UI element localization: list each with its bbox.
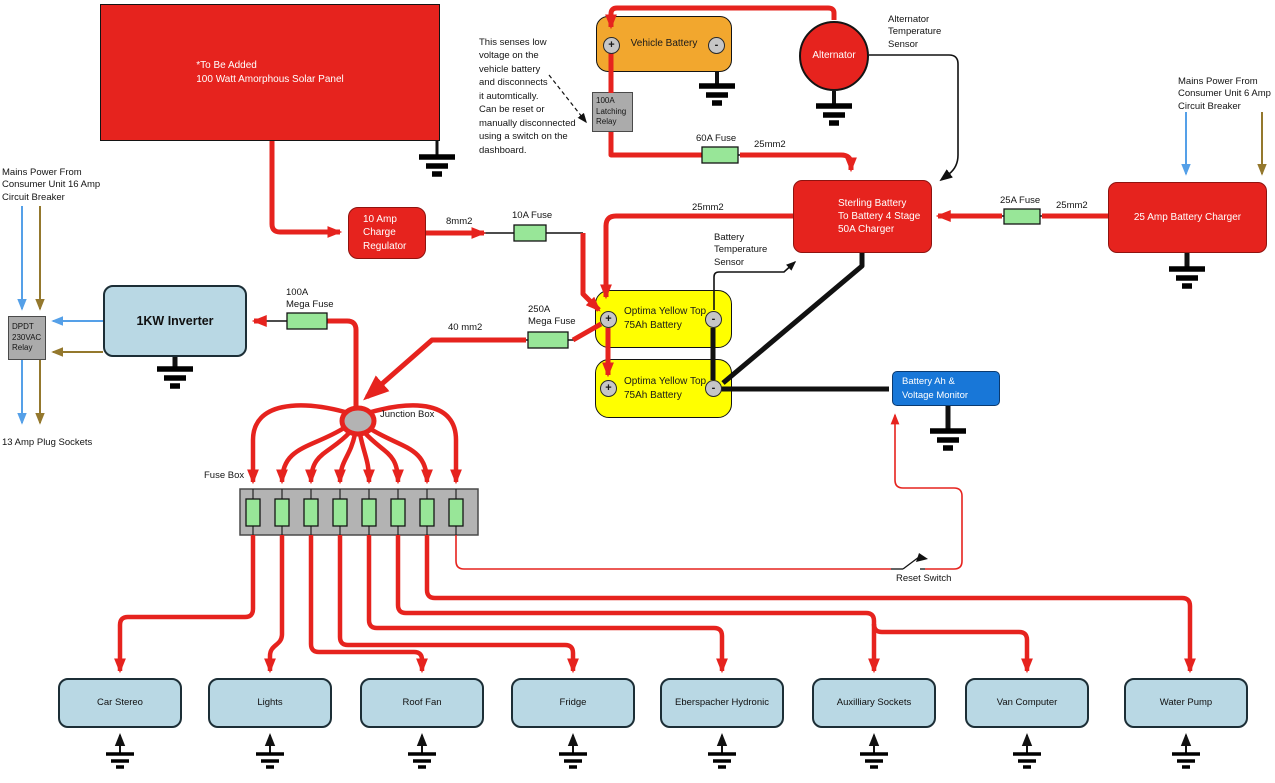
wire-alternator-temp-sensor xyxy=(869,54,959,182)
mains-right-label: Mains Power From Consumer Unit 6 Amp Cir… xyxy=(1178,76,1271,112)
battery-monitor: Battery Ah & Voltage Monitor xyxy=(892,371,1000,406)
reset-switch-label: Reset Switch xyxy=(896,573,952,584)
load-lights: Lights xyxy=(208,678,332,728)
load-auxilliary-sockets: Auxilliary Sockets xyxy=(812,678,936,728)
battery1-minus-terminal: - xyxy=(705,311,722,328)
inverter: 1KW Inverter xyxy=(103,285,247,357)
wire-sterling-to-battery2-negative xyxy=(721,253,865,385)
fuse-box-label: Fuse Box xyxy=(204,470,245,481)
mega-fuse-250a-label: 250A Mega Fuse xyxy=(528,304,576,328)
latching-relay-note: This senses low voltage on the vehicle b… xyxy=(479,37,576,156)
fuse-60a-label: 60A Fuse xyxy=(696,133,737,144)
fuse-10a xyxy=(513,224,547,242)
load-water-pump: Water Pump xyxy=(1124,678,1248,728)
mains-left-label: Mains Power From Consumer Unit 16 Amp Ci… xyxy=(2,167,101,203)
fuse-box xyxy=(239,488,479,536)
sterling-charger: Sterling Battery To Battery 4 Stage 50A … xyxy=(793,180,932,253)
vehicle-battery-plus-terminal: + xyxy=(603,37,620,54)
load-roof-fan: Roof Fan xyxy=(360,678,484,728)
solar-panel: *To Be Added 100 Watt Amorphous Solar Pa… xyxy=(100,4,440,141)
fuse-25a-label: 25A Fuse xyxy=(1000,195,1041,206)
load-fridge: Fridge xyxy=(511,678,635,728)
battery2-plus-terminal: + xyxy=(600,380,617,397)
load-car-stereo: Car Stereo xyxy=(58,678,182,728)
wire-label-25mm2-a: 25mm2 xyxy=(754,139,786,150)
fuse-box-wire-verticals xyxy=(252,489,457,535)
load-ground-arrows xyxy=(114,733,1192,753)
battery-temp-sensor-label: Battery Temperature Sensor xyxy=(714,232,768,268)
mega-fuse-100a-label: 100A Mega Fuse xyxy=(286,287,334,311)
latching-relay: 100A Latching Relay xyxy=(592,92,633,132)
load-feed-wires xyxy=(114,535,1196,674)
fuse-100a-mega xyxy=(286,312,328,330)
dpdt-relay: DPDT 230VAC Relay xyxy=(8,316,46,360)
fuse-10a-label: 10A Fuse xyxy=(512,210,553,221)
black-wires-top xyxy=(710,253,889,392)
fuse-25a xyxy=(1003,208,1041,225)
plug-sockets-label: 13 Amp Plug Sockets xyxy=(2,437,93,448)
reset-switch xyxy=(891,553,928,570)
junction-box xyxy=(339,405,377,437)
wire-label-25mm2-c: 25mm2 xyxy=(1056,200,1088,211)
fuse-250a-mega xyxy=(527,331,569,349)
vehicle-battery-minus-terminal: - xyxy=(708,37,725,54)
fuse-60a xyxy=(701,146,739,164)
battery2-minus-terminal: - xyxy=(705,380,722,397)
wire-60a-fuse-to-sterling xyxy=(740,152,857,173)
load-van-computer: Van Computer xyxy=(965,678,1089,728)
mains-battery-charger: 25 Amp Battery Charger xyxy=(1108,182,1267,253)
wire-label-8mm2: 8mm2 xyxy=(446,216,473,227)
wire-label-25mm2-b: 25mm2 xyxy=(692,202,724,213)
wire-junction-to-100a-megafuse xyxy=(327,318,359,407)
wire-40mm2-to-junction xyxy=(363,337,526,401)
alternator: Alternator xyxy=(799,21,869,91)
monitor-sense-wire xyxy=(455,413,963,570)
junction-box-label: Junction Box xyxy=(380,409,435,420)
battery1-plus-terminal: + xyxy=(600,311,617,328)
wire-solar-to-regulator xyxy=(269,141,343,238)
wire-label-40mm2: 40 mm2 xyxy=(448,322,483,333)
charge-regulator: 10 Amp Charge Regulator xyxy=(348,207,426,259)
alternator-temp-sensor-label: Alternator Temperature Sensor xyxy=(888,14,942,50)
load-eberspacher-hydronic: Eberspacher Hydronic xyxy=(660,678,784,728)
ground-symbols xyxy=(104,86,1205,769)
